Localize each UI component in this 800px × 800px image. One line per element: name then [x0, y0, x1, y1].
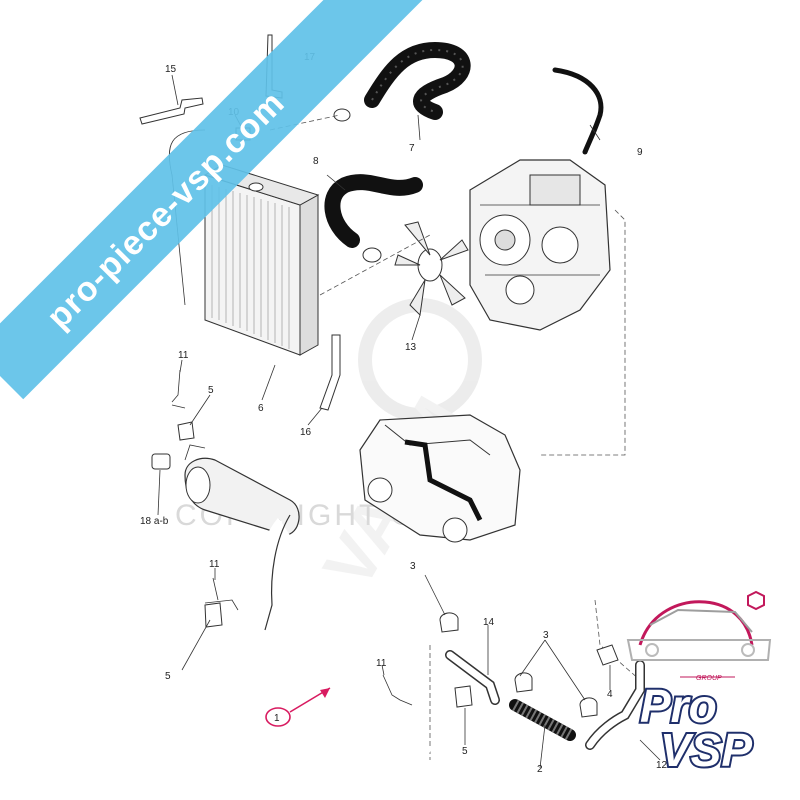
part-label-15: 15: [165, 64, 177, 75]
logo-group-label: GROUP: [696, 675, 722, 682]
screw-11b: [204, 577, 239, 611]
clamp-3a: [439, 612, 459, 633]
screw-11a: [171, 369, 186, 409]
part-label-12: 12: [656, 760, 668, 771]
screw-11c: [382, 674, 413, 706]
part-label-14: 14: [483, 617, 495, 628]
part-label-5a: 5: [208, 385, 214, 396]
bracket-16: [319, 334, 341, 411]
lower-hose-8: [324, 174, 423, 248]
part-label-3a: 3: [410, 561, 416, 572]
muffler: [184, 444, 300, 536]
highlight-callout-1: 1: [265, 687, 331, 727]
gasket-4: [596, 644, 619, 666]
vehicle-inset: [359, 414, 521, 543]
upper-hose-7: [364, 41, 471, 120]
radiator: [203, 164, 320, 356]
part-label-11c: 11: [376, 658, 387, 669]
small-hose-9: [552, 67, 604, 155]
clamp-3b: [514, 672, 533, 693]
logo-car-roof: [638, 600, 754, 646]
engine-block: [469, 159, 611, 331]
hose-clamp: [333, 108, 351, 122]
part-label-3b: 3: [543, 630, 549, 641]
rubber-hanger-5b: [204, 602, 223, 628]
rubber-bush-18: [151, 453, 171, 470]
part-label-8: 8: [313, 156, 319, 167]
part-label-2: 2: [537, 764, 543, 775]
part-label-7: 7: [409, 143, 415, 154]
bracket-15: [139, 97, 204, 125]
part-label-11b: 11: [209, 559, 220, 570]
part-label-1: 1: [274, 713, 280, 724]
part-label-13: 13: [405, 342, 417, 353]
hose-clamp-lower: [362, 247, 382, 263]
leader-lines: [157, 114, 661, 769]
part-label-18: 18 a-b: [140, 516, 169, 527]
part-label-6: 6: [258, 403, 264, 414]
rubber-hanger-5a: [177, 421, 195, 441]
reference-dashline-pipes: [429, 599, 641, 760]
part-label-5c: 5: [462, 746, 468, 757]
logo-brand-bottom: VSP: [660, 724, 752, 776]
part-label-5b: 5: [165, 671, 171, 682]
logo-hex-icon: [747, 590, 765, 611]
part-label-4: 4: [607, 689, 613, 700]
clamp-3c: [579, 697, 598, 718]
logo-brand-top: Pro: [640, 680, 717, 732]
part-label-9: 9: [637, 147, 643, 158]
rubber-hanger-5c: [454, 685, 473, 708]
reference-dashline-engine: [540, 209, 626, 456]
provsp-logo: GROUP Pro VSP: [626, 590, 772, 778]
cooling-fan-13: [394, 221, 469, 317]
part-label-11a: 11: [178, 350, 189, 361]
banner-band: [0, 0, 427, 400]
part-label-16: 16: [300, 427, 312, 438]
reference-dashline-radiator: [319, 234, 431, 296]
